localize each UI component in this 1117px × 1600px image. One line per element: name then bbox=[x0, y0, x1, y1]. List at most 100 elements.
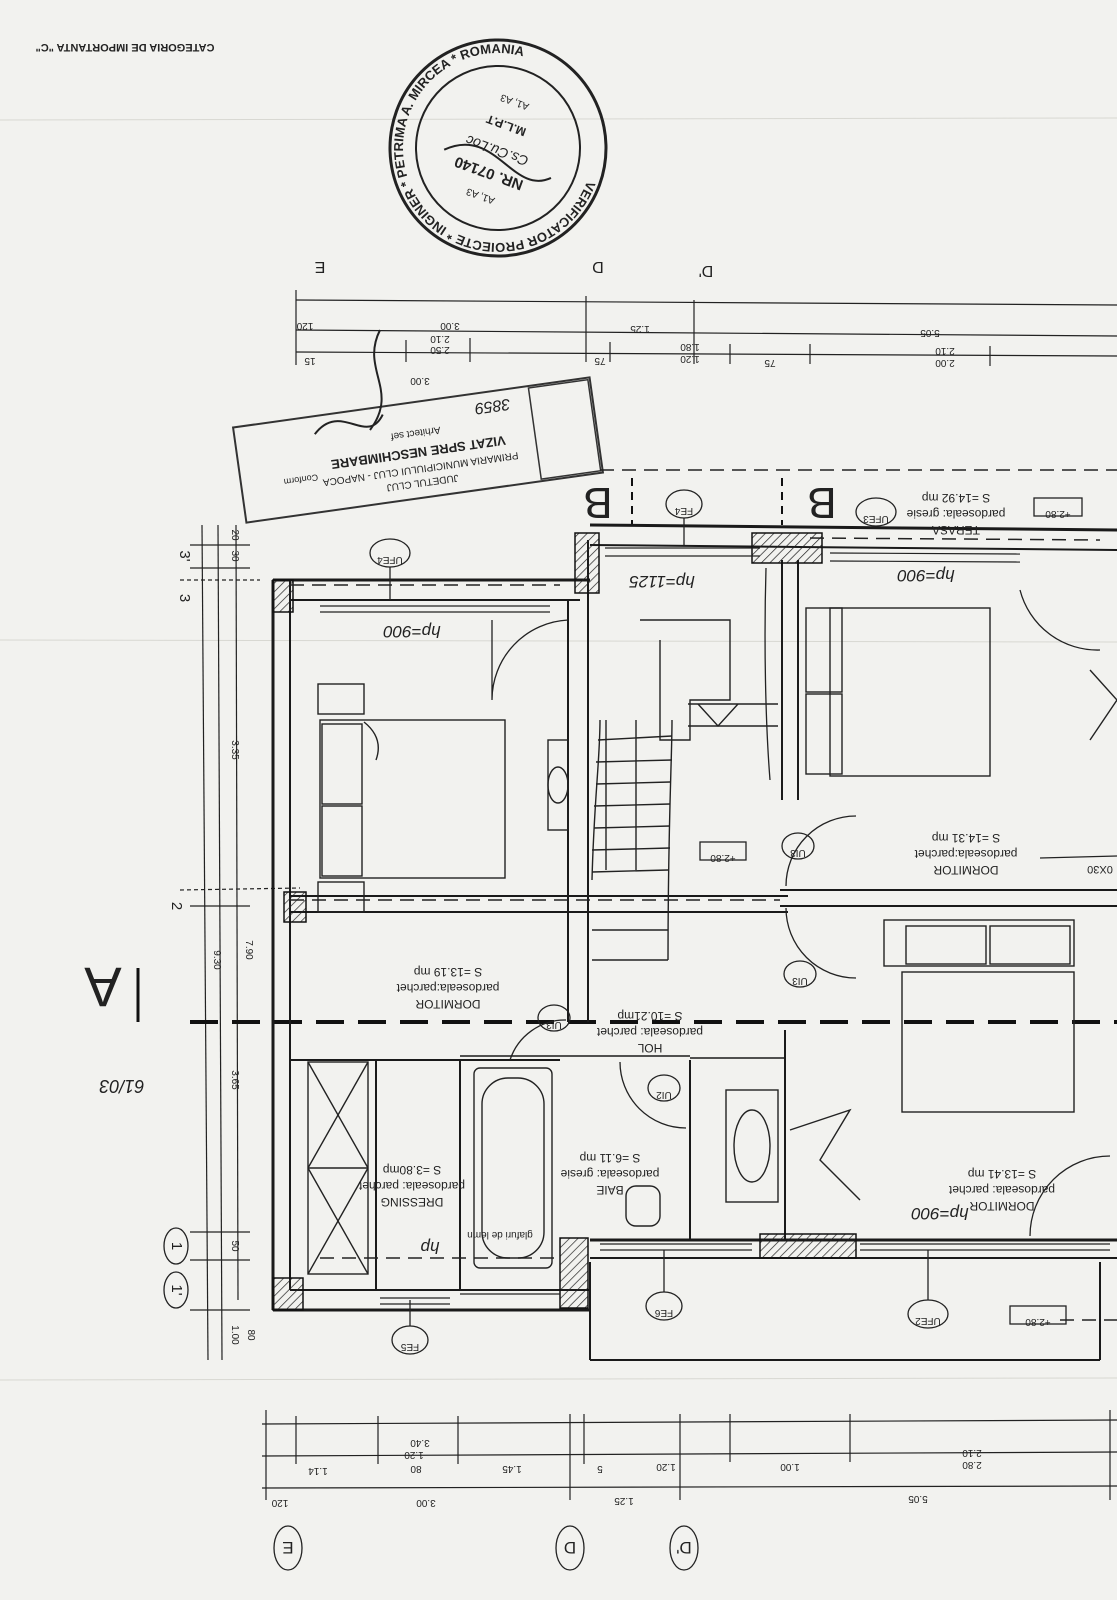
room-area: S =14.31 mp bbox=[931, 831, 1000, 845]
bottom-dimension-lines bbox=[261, 1410, 1117, 1500]
handwritten-notes: hp=900 hp=1125 hp=900 hp=900 hp bbox=[383, 566, 969, 1257]
room-area: S =3.80mp bbox=[382, 1163, 441, 1177]
permit-stamp: JUDETUL CLUJ PRIMARIA MUNICIPIULUI CLUJ … bbox=[231, 376, 605, 524]
note-hp-900-bottom-right: hp=900 bbox=[911, 1204, 969, 1223]
section-a-label: A bbox=[84, 956, 122, 1019]
room-area: S =14.92 mp bbox=[921, 491, 990, 505]
top-dimension-texts: 120 3.00 1.25 5.05 15 2.50 75 1.20 75 2.… bbox=[296, 320, 955, 386]
window-tag: UFE2 bbox=[915, 1315, 941, 1326]
axis-left-1-bubble bbox=[163, 1227, 189, 1265]
axis-left-1-prime-bubble bbox=[163, 1271, 189, 1309]
staircase bbox=[591, 619, 778, 961]
level-tag-box bbox=[1033, 497, 1083, 517]
axis-bottom-e-bubble bbox=[273, 1525, 303, 1571]
room-name: DORMITOR bbox=[415, 997, 480, 1011]
dim-bottom-120: 1.20 bbox=[656, 1461, 676, 1472]
dim-bottom-120b: 1.20 bbox=[404, 1449, 424, 1460]
door-tag: UI2 bbox=[656, 1089, 672, 1100]
axis-top-d-prime: D' bbox=[699, 262, 714, 279]
dim-top-505: 5.05 bbox=[920, 327, 940, 338]
axis-top-e: E bbox=[315, 258, 326, 275]
bathtub bbox=[473, 1067, 553, 1269]
dim-top-200: 2.00 bbox=[935, 357, 955, 368]
room-hol: HOL pardoseala: parchet S =10.21mp bbox=[596, 1009, 703, 1055]
window-tag: FE6 bbox=[654, 1307, 673, 1318]
room-name: DORMITOR bbox=[969, 1199, 1034, 1213]
room-labels: DORMITOR pardoseala:parchet S =13.19 mp … bbox=[358, 491, 1055, 1213]
dim-bottom-100: 1.00 bbox=[780, 1461, 800, 1472]
room-floor: pardoseala:parchet bbox=[914, 847, 1017, 861]
dim-bottom-80: 80 bbox=[410, 1463, 422, 1474]
level-tag: +2.80 bbox=[1025, 1316, 1051, 1327]
window-tag: FE4 bbox=[674, 505, 693, 516]
furniture bbox=[307, 607, 1117, 1275]
dim-bottom-505: 5.05 bbox=[908, 1493, 928, 1504]
page-note: 61/03 bbox=[99, 1076, 144, 1096]
dim-top-210b: 2.10 bbox=[935, 345, 955, 356]
axis-bottom-d-bubble bbox=[555, 1525, 585, 1571]
axis-left-1: 1 bbox=[168, 1242, 185, 1250]
room-dressing: DRESSING pardoseala: parchet S =3.80mp bbox=[358, 1163, 465, 1209]
note-hp: hp bbox=[421, 1238, 440, 1257]
permit-number: 3859 bbox=[474, 395, 512, 417]
room-dormitor-top-right: DORMITOR pardoseala:parchet S =14.31 mp bbox=[914, 831, 1017, 877]
dim-left-80: 80 bbox=[245, 1329, 256, 1341]
axis-bottom-d-prime-bubble bbox=[669, 1525, 699, 1571]
handwritten-mark bbox=[369, 329, 383, 431]
dim-top-75b: 75 bbox=[764, 357, 776, 368]
category-text: CATEGORIA DE IMPORTANTA "C" bbox=[36, 41, 215, 53]
stamp-line-5: A1, A3 bbox=[499, 91, 531, 112]
note-window-sill: glafuri de lemn bbox=[467, 1229, 533, 1240]
bottom-axis-labels: E D D' bbox=[273, 1525, 699, 1571]
dim-left-100: 1.00 bbox=[229, 1325, 240, 1345]
bed-bottom-right bbox=[901, 971, 1075, 1113]
door-tag-bubble bbox=[781, 832, 815, 860]
dim-top-15: 15 bbox=[304, 355, 316, 366]
dim-left-50: 50 bbox=[229, 1240, 240, 1252]
room-name: DRESSING bbox=[381, 1195, 444, 1209]
engineer-stamp: VERIFICATOR PROIECTE * INGINER * PETRIMA… bbox=[361, 11, 635, 285]
dim-top-300: 3.00 bbox=[440, 320, 460, 331]
dim-left-30: 30 bbox=[229, 550, 240, 562]
left-axis-labels: 3' 3 2 1 1' bbox=[163, 550, 193, 1309]
left-dimension-texts: 20 30 3.35 7.90 9.30 3.65 50 80 1.00 bbox=[211, 529, 256, 1345]
dim-top-300b: 3.00 bbox=[410, 375, 430, 386]
stamp-line-4: M.L.P.T bbox=[484, 112, 528, 139]
door-swings bbox=[491, 567, 1111, 1237]
window-openings bbox=[320, 547, 1110, 1305]
level-tag-box bbox=[1009, 1305, 1067, 1325]
window-tag: UFE4 bbox=[377, 554, 403, 565]
axis-bottom-d-prime: D' bbox=[676, 1538, 692, 1557]
dim-bottom-300: 3.00 bbox=[416, 1497, 436, 1508]
left-dimension-lines bbox=[179, 524, 301, 1361]
dim-top-125: 1.25 bbox=[630, 323, 650, 334]
level-tag: +2.80 bbox=[1045, 508, 1071, 519]
room-area: S =13.19 mp bbox=[413, 965, 482, 979]
axis-top-d: D bbox=[592, 258, 604, 275]
level-tag: +2.80 bbox=[710, 852, 736, 863]
axis-left-3: 3 bbox=[176, 594, 193, 602]
room-floor: pardoseala: parchet bbox=[358, 1179, 465, 1193]
dim-bottom-114: 1.14 bbox=[308, 1465, 328, 1476]
room-area: S =10.21mp bbox=[617, 1009, 682, 1023]
room-dormitor-bottom-right: DORMITOR pardoseala: parchet S =13.41 mp bbox=[948, 1167, 1055, 1213]
door-tag: UI3 bbox=[792, 975, 808, 986]
dim-bottom-340: 3.40 bbox=[410, 1437, 430, 1448]
dim-left-930: 9.30 bbox=[211, 950, 222, 970]
dim-top-75a: 75 bbox=[594, 355, 606, 366]
stamp-signature bbox=[443, 143, 552, 182]
dim-left-20: 20 bbox=[229, 529, 240, 541]
door-tag: UI3 bbox=[790, 847, 806, 858]
axis-left-1-prime: 1' bbox=[168, 1284, 185, 1295]
sink-cabinet bbox=[725, 1089, 779, 1203]
hatched-columns bbox=[272, 532, 857, 1311]
opening-tags: UI3 UI3 UI3 UI2 UFE4 FE4 UFE3 FE5 FE6 UF… bbox=[369, 489, 1083, 1355]
note-partial-label: 0X30 bbox=[1087, 863, 1113, 875]
permit-signature bbox=[314, 414, 384, 435]
dim-top-180: 1.80 bbox=[680, 341, 700, 352]
room-floor: pardoseala: gresie bbox=[906, 507, 1005, 521]
bottom-dimension-texts: 1.14 80 1.45 5 1.20 1.00 2.10 3.40 1.20 … bbox=[271, 1437, 982, 1508]
dim-bottom-145: 1.45 bbox=[502, 1463, 522, 1474]
room-floor: pardoseala: parchet bbox=[948, 1183, 1055, 1197]
